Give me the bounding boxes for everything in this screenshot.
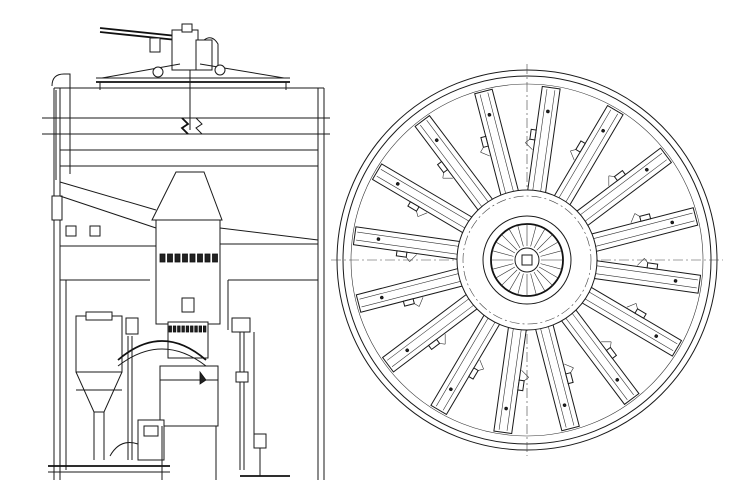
rake-arm xyxy=(381,291,481,373)
tank-shell xyxy=(42,73,330,480)
drive-shaft xyxy=(521,254,533,266)
hub-spokes xyxy=(491,224,563,296)
drive-gear-tooth xyxy=(194,325,198,333)
feedwell-window xyxy=(212,253,218,263)
arm-fastener xyxy=(673,279,678,283)
hub-spoke xyxy=(495,266,516,279)
arm-bracket xyxy=(575,140,586,153)
arm-fastener xyxy=(546,109,550,114)
rake-arm xyxy=(590,258,702,294)
plan-view xyxy=(331,64,723,456)
arm-fastener xyxy=(654,334,659,338)
drive-gear-tooth xyxy=(190,325,194,333)
arm-bracket xyxy=(646,262,659,270)
arm-bracket xyxy=(480,135,489,148)
hub-spoke xyxy=(536,234,553,251)
feedwell-window xyxy=(197,253,203,263)
arm-fastener xyxy=(376,237,381,241)
arm-bracket xyxy=(565,372,574,385)
hub-spoke xyxy=(508,271,521,292)
arm-bracket xyxy=(634,308,647,319)
arm-bracket xyxy=(517,379,525,392)
arm-bracket xyxy=(436,160,449,174)
rake-arm xyxy=(352,226,464,262)
hub-spoke xyxy=(540,250,562,257)
underflow-equipment xyxy=(48,279,318,480)
hub-spoke xyxy=(492,263,514,270)
hub-spoke xyxy=(530,273,537,295)
hub-spoke xyxy=(530,225,537,247)
center-ring-dashed xyxy=(462,195,592,325)
feedwell-window xyxy=(167,253,173,263)
rake-arm xyxy=(525,85,561,197)
hub-spoke xyxy=(538,266,559,279)
drive-gear-tooth xyxy=(198,325,203,333)
arm-fastener xyxy=(395,182,400,186)
arm-bracket xyxy=(613,169,627,182)
feedwell-window xyxy=(189,253,196,263)
arm-bracket xyxy=(639,213,652,222)
arm-fastener xyxy=(670,220,675,225)
arm-bracket xyxy=(605,346,618,360)
hub-spoke xyxy=(492,250,514,257)
drive-gear-tooth xyxy=(177,325,181,333)
rake-arm xyxy=(474,88,520,199)
hub-spoke xyxy=(517,273,524,295)
feedwell-window xyxy=(174,253,181,263)
top-drive-mechanism xyxy=(96,23,290,130)
hub-spoke xyxy=(536,269,553,286)
rake-arm xyxy=(534,321,580,432)
arm-fastener xyxy=(379,295,384,300)
arm-fastener xyxy=(601,128,605,133)
drive-gear-tooth xyxy=(185,325,190,333)
arm-fastener xyxy=(449,387,453,392)
rake-arm xyxy=(573,147,673,229)
arm-fastener xyxy=(615,377,620,382)
feedwell-window xyxy=(159,253,166,263)
drive-gear-tooth xyxy=(168,325,172,333)
hub-spoke xyxy=(533,271,546,292)
arm-bracket xyxy=(395,250,408,258)
hub-spoke xyxy=(533,228,546,249)
arm-fastener xyxy=(405,348,410,353)
arm-bracket xyxy=(427,338,441,351)
hub-spoke xyxy=(538,241,559,254)
hub-spoke xyxy=(495,241,516,254)
hub-spoke xyxy=(540,263,562,270)
hub-spoke xyxy=(508,228,521,249)
arm-bracket xyxy=(468,367,479,380)
rake-arm xyxy=(558,306,640,406)
feedwell-window xyxy=(182,253,188,263)
arm-bracket xyxy=(402,298,415,307)
arm-fastener xyxy=(434,138,439,143)
arm-fastener xyxy=(562,403,567,408)
arm-fastener xyxy=(644,167,649,172)
rake-arms xyxy=(352,85,702,435)
arm-bracket xyxy=(529,128,537,141)
hub-spoke xyxy=(517,225,524,247)
rake-arm xyxy=(493,323,529,435)
drive-gear-tooth xyxy=(181,325,185,333)
central-feedwell xyxy=(59,171,319,359)
side-elevation-view xyxy=(42,23,330,480)
drive-gear-tooth xyxy=(172,325,177,333)
drive-gear-tooth xyxy=(202,325,207,333)
hub-spoke xyxy=(501,234,518,251)
arm-fastener xyxy=(504,406,508,411)
arm-bracket xyxy=(407,201,420,212)
feedwell-window xyxy=(204,253,211,263)
arm-fastener xyxy=(487,112,492,117)
hub-spoke xyxy=(501,269,518,286)
center-well-ring xyxy=(482,215,572,305)
rake-arm xyxy=(578,285,683,357)
